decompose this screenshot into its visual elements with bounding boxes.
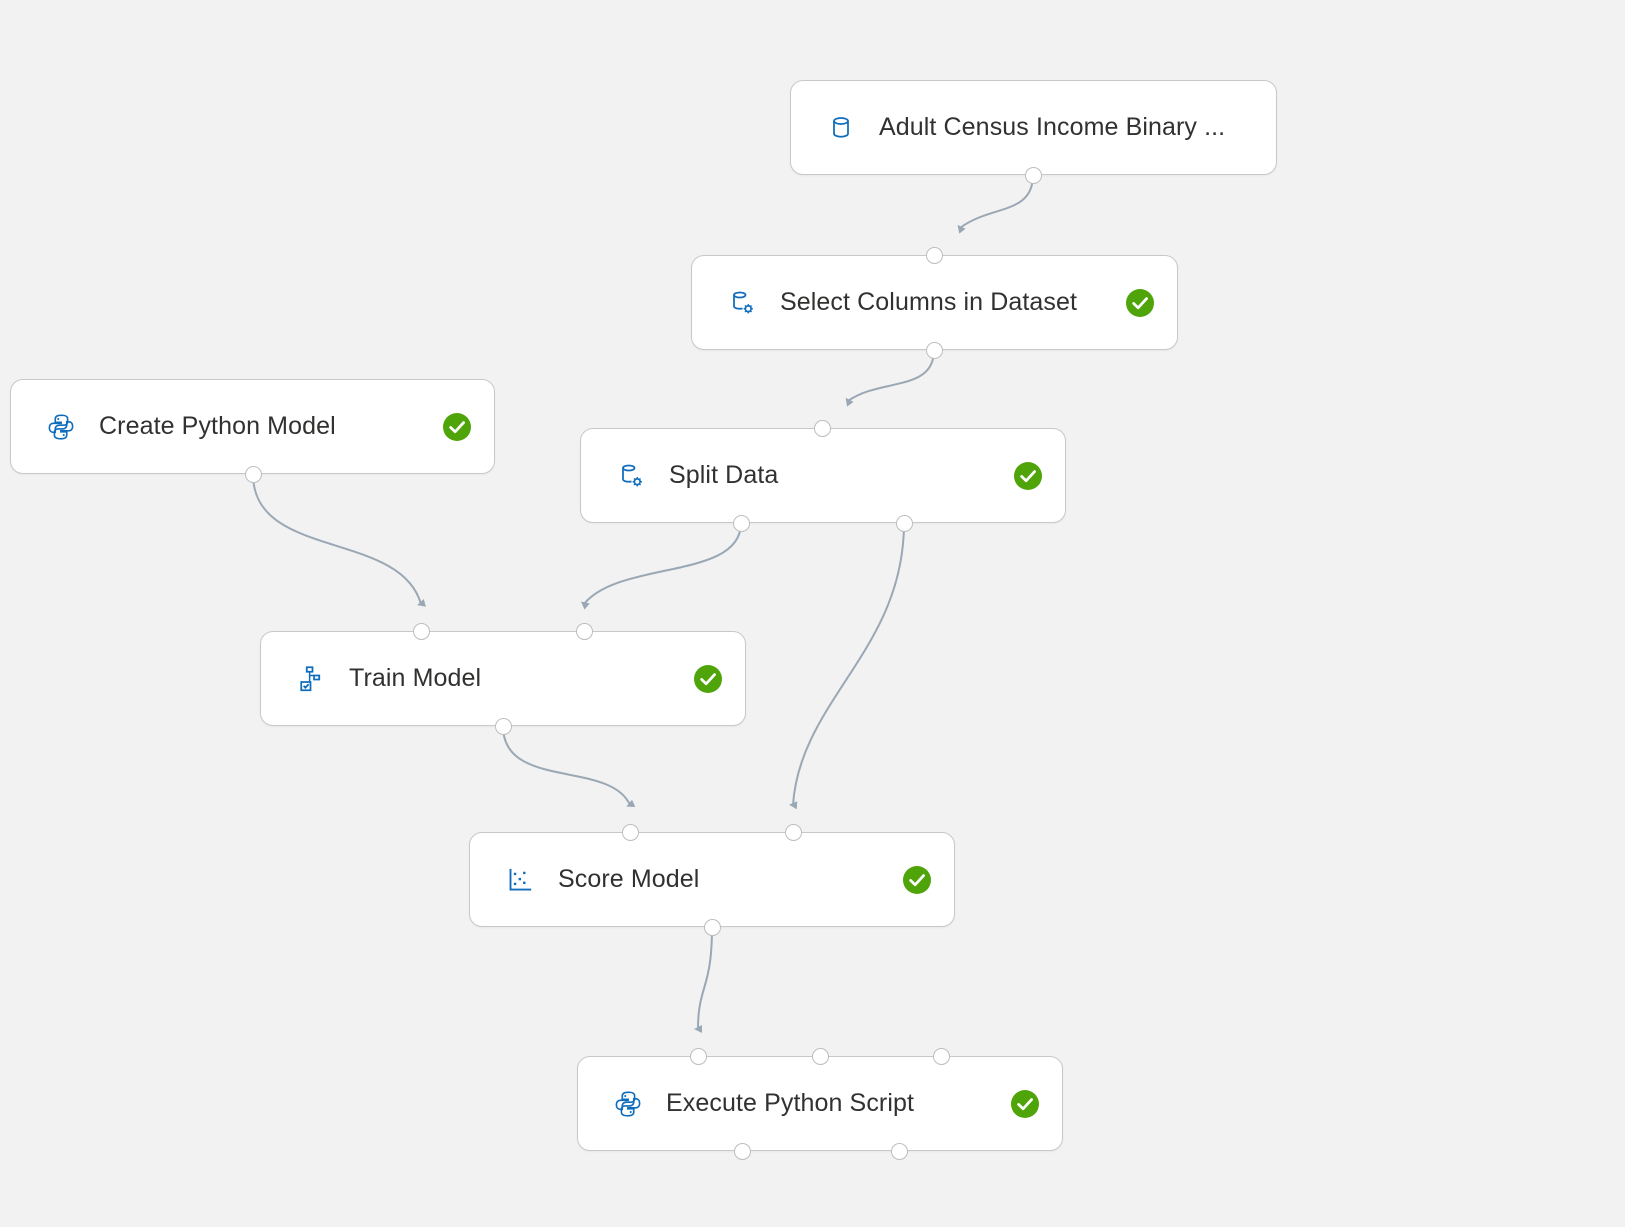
pipeline-node-create-python-model[interactable]: Create Python Model bbox=[10, 379, 495, 474]
node-body: Train Model bbox=[261, 632, 745, 725]
node-body: Select Columns in Dataset bbox=[692, 256, 1177, 349]
node-input-port[interactable] bbox=[784, 823, 802, 841]
python-icon bbox=[45, 411, 77, 443]
node-title: Adult Census Income Binary ... bbox=[879, 113, 1226, 141]
pipeline-node-select-columns-in-dataset[interactable]: Select Columns in Dataset bbox=[691, 255, 1178, 350]
node-output-port[interactable] bbox=[244, 465, 262, 483]
node-input-port[interactable] bbox=[621, 823, 639, 841]
node-title: Score Model bbox=[558, 865, 700, 893]
node-output-port[interactable] bbox=[703, 918, 721, 936]
node-input-port[interactable] bbox=[689, 1047, 707, 1065]
node-input-port[interactable] bbox=[925, 246, 943, 264]
dataset-gear-icon bbox=[726, 287, 758, 319]
dataset-gear-icon bbox=[615, 460, 647, 492]
node-input-port[interactable] bbox=[813, 419, 831, 437]
status-badge-success bbox=[902, 865, 932, 895]
pipeline-edge[interactable] bbox=[789, 522, 905, 810]
node-body: Score Model bbox=[470, 833, 954, 926]
dataset-cylinder-icon bbox=[825, 112, 857, 144]
scatter-plot-icon bbox=[504, 864, 536, 896]
node-output-port[interactable] bbox=[1024, 166, 1042, 184]
pipeline-edge[interactable] bbox=[694, 926, 713, 1034]
status-badge-success bbox=[1010, 1089, 1040, 1119]
pipeline-node-adult-census-income-binary[interactable]: Adult Census Income Binary ... bbox=[790, 80, 1277, 175]
pipeline-edge[interactable] bbox=[957, 174, 1034, 234]
status-badge-success bbox=[693, 664, 723, 694]
node-output-port[interactable] bbox=[895, 514, 913, 532]
node-title: Create Python Model bbox=[99, 412, 336, 440]
node-title: Select Columns in Dataset bbox=[780, 288, 1078, 316]
status-badge-success bbox=[1013, 461, 1043, 491]
node-title: Execute Python Script bbox=[666, 1089, 915, 1117]
node-output-port[interactable] bbox=[925, 341, 943, 359]
node-body: Execute Python Script bbox=[578, 1057, 1062, 1150]
train-model-icon bbox=[295, 663, 327, 695]
node-title: Split Data bbox=[669, 461, 779, 489]
node-body: Create Python Model bbox=[11, 380, 494, 473]
python-icon bbox=[612, 1088, 644, 1120]
node-input-port[interactable] bbox=[575, 622, 593, 640]
status-badge-success bbox=[1125, 288, 1155, 318]
node-input-port[interactable] bbox=[412, 622, 430, 640]
node-input-port[interactable] bbox=[932, 1047, 950, 1065]
node-output-port[interactable] bbox=[494, 717, 512, 735]
pipeline-node-split-data[interactable]: Split Data bbox=[580, 428, 1066, 523]
status-badge-success bbox=[442, 412, 472, 442]
node-body: Split Data bbox=[581, 429, 1065, 522]
pipeline-edge[interactable] bbox=[580, 522, 742, 610]
pipeline-edge[interactable] bbox=[502, 725, 636, 808]
pipeline-node-train-model[interactable]: Train Model bbox=[260, 631, 746, 726]
pipeline-node-score-model[interactable]: Score Model bbox=[469, 832, 955, 927]
pipeline-node-execute-python-script[interactable]: Execute Python Script bbox=[577, 1056, 1063, 1151]
node-title: Train Model bbox=[349, 664, 482, 692]
pipeline-edge[interactable] bbox=[252, 473, 426, 607]
node-output-port[interactable] bbox=[733, 1142, 751, 1160]
node-output-port[interactable] bbox=[732, 514, 750, 532]
pipeline-edge[interactable] bbox=[845, 349, 935, 407]
node-input-port[interactable] bbox=[811, 1047, 829, 1065]
node-body: Adult Census Income Binary ... bbox=[791, 81, 1276, 174]
node-output-port[interactable] bbox=[890, 1142, 908, 1160]
